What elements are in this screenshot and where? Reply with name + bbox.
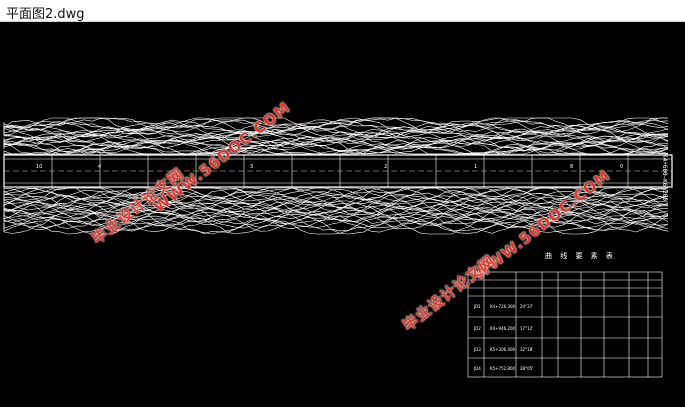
table-row-station: K5+752.800: [490, 366, 516, 371]
table-row-station: K4+726.300: [490, 304, 516, 309]
contour-line: [3, 125, 669, 146]
contour-line: [3, 117, 669, 136]
contour-line: [3, 117, 668, 133]
table-row-no: JD2: [474, 326, 481, 331]
station-number: 8: [570, 164, 574, 170]
contour-line: [3, 216, 669, 235]
contour-line: [3, 188, 669, 210]
station-number: 3: [250, 164, 254, 170]
contour-line: [3, 128, 669, 148]
table-row-station: K4+946.200: [490, 326, 516, 331]
contour-line: [3, 117, 669, 137]
curve-table-title: 曲 线 要 素 表: [545, 252, 616, 260]
contour-line: [3, 206, 669, 230]
cad-drawing-canvas[interactable]: 10 4 3 2 1 8 0 K4+600—K6+200 曲 线 要 素 表 JD1 K4+…: [0, 22, 685, 407]
table-row-angle: 28°05': [520, 366, 534, 371]
table-row-angle: 24°37': [520, 304, 534, 309]
contour-line: [3, 212, 669, 234]
station-number: 2: [384, 164, 388, 170]
contour-line: [3, 209, 669, 230]
contour-line: [3, 117, 669, 133]
table-row-no: JD3: [474, 347, 481, 352]
contour-line: [3, 142, 669, 155]
station-ticks: [3, 155, 629, 187]
contour-line: [3, 144, 669, 155]
curve-table-grid: [467, 271, 663, 378]
table-row-station: K5+306.400: [490, 347, 516, 352]
contour-line: [3, 214, 669, 235]
table-row-angle: 32°18': [520, 347, 534, 352]
contour-line: [3, 134, 669, 154]
contour-line: [3, 206, 669, 228]
table-border: [467, 271, 663, 378]
station-number: 10: [36, 164, 43, 170]
table-row-angle: 17°12': [520, 326, 534, 331]
contour-line: [3, 126, 669, 145]
contour-line: [3, 200, 669, 220]
station-number: 0: [620, 164, 624, 170]
station-number: 1: [474, 164, 478, 170]
table-row-no: JD1: [474, 304, 481, 309]
contour-line: [3, 201, 669, 224]
contour-line: [3, 119, 669, 139]
window-title: 平面图2.dwg: [6, 7, 85, 22]
contour-line: [3, 123, 669, 145]
chainage-range-label: K4+600—K6+200: [661, 154, 668, 201]
contour-line: [3, 128, 669, 149]
contour-lines: [3, 117, 669, 235]
drawing-svg: [3, 117, 673, 378]
contour-line: [3, 189, 669, 212]
contour-line: [3, 187, 669, 207]
contour-line: [3, 131, 669, 150]
contour-line: [3, 194, 669, 217]
window-titlebar: 平面图2.dwg: [0, 0, 685, 22]
contour-line: [3, 201, 669, 222]
contour-line: [3, 211, 669, 233]
table-row-no: JD4: [474, 366, 481, 371]
station-number: 4: [98, 164, 102, 170]
